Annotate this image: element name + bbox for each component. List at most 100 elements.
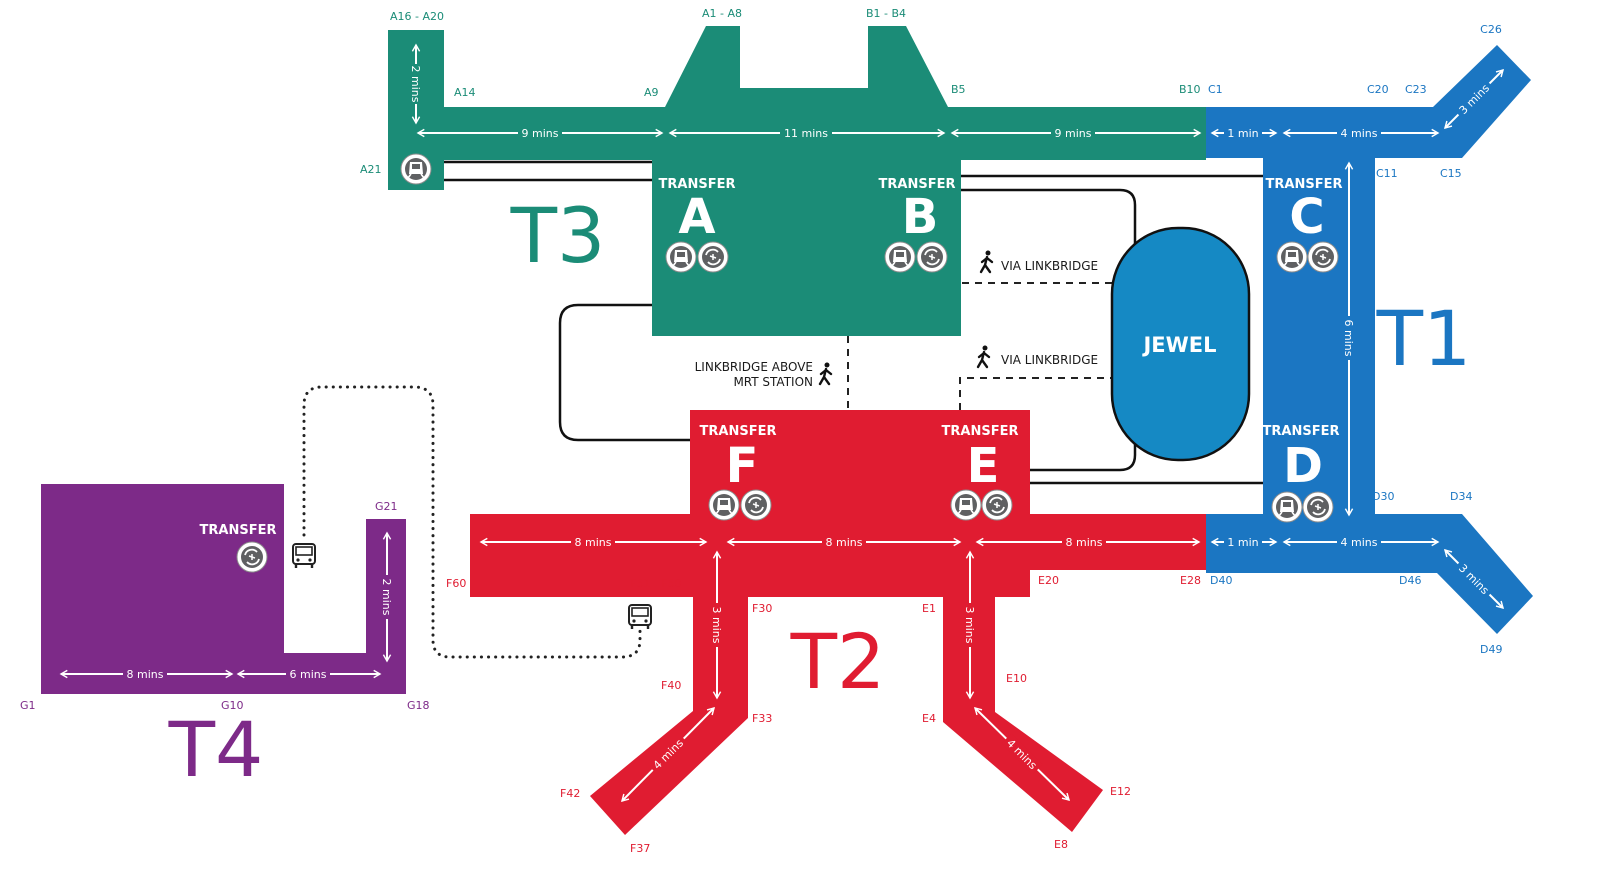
transfer-letter-f: F [726, 438, 759, 494]
transfer-area-t4[interactable]: TRANSFER [200, 523, 277, 573]
gate-label: D40 [1210, 574, 1232, 587]
transfer-label: TRANSFER [700, 424, 777, 439]
transfer-letter-c: C [1289, 189, 1324, 245]
terminal-label-t1: T1 [1376, 294, 1472, 383]
linkbridge-paths [847, 282, 1112, 410]
linkbridge-note-lower: VIA LINKBRIDGE [976, 344, 1098, 369]
skytrain-icon [400, 153, 432, 185]
walking-person-icon [818, 361, 833, 386]
transfer-area-d[interactable]: TRANSFER D [1263, 424, 1340, 523]
transfer-area-a[interactable]: TRANSFER A [659, 177, 736, 273]
gate-label: E28 [1180, 574, 1201, 587]
gate-label: F37 [630, 842, 650, 855]
skytrain-icon [950, 489, 982, 521]
walk-time-b5-b10: 9 mins [1055, 127, 1092, 140]
gate-label: F51 [630, 577, 650, 590]
transfer-area-c[interactable]: TRANSFER C [1266, 177, 1343, 273]
walk-time-d1: 1 min [1227, 536, 1258, 549]
transfer-label: TRANSFER [942, 424, 1019, 439]
terminal-3-shape [388, 26, 1206, 336]
terminal-label-t4: T4 [168, 705, 264, 794]
transfer-icon [1307, 241, 1339, 273]
gate-label: A21 [360, 163, 382, 176]
gate-label: G10 [221, 699, 244, 712]
walk-time-c-four: 4 mins [1341, 127, 1378, 140]
walk-time-t4-right: 6 mins [290, 668, 327, 681]
walk-time-labels: 2 mins 9 mins 11 mins 9 mins 1 min 4 min… [123, 64, 1495, 775]
gate-label: A14 [454, 86, 476, 99]
jewel-label: JEWEL [1141, 333, 1216, 357]
transfer-label: TRANSFER [1266, 177, 1343, 192]
gate-label: B1 - B4 [866, 7, 906, 20]
transfer-icon [981, 489, 1013, 521]
gate-label: G18 [407, 699, 430, 712]
gate-label: E4 [922, 712, 936, 725]
gate-label: D49 [1480, 643, 1502, 656]
gate-label: F40 [661, 679, 681, 692]
gate-label: C23 [1405, 83, 1427, 96]
walk-time-d-four: 4 mins [1341, 536, 1378, 549]
transfer-area-f[interactable]: TRANSFER F [700, 424, 777, 521]
gate-label: A16 - A20 [390, 10, 444, 23]
gate-label: G21 [375, 500, 398, 513]
linkbridge-note-text: VIA LINKBRIDGE [1001, 259, 1098, 273]
gate-label: B5 [951, 83, 966, 96]
walk-time-a-vertical: 2 mins [409, 66, 422, 103]
transfer-letter-b: B [902, 189, 939, 245]
mrt-linkbridge-note: LINKBRIDGE ABOVE MRT STATION [695, 360, 833, 389]
skytrain-icon [665, 241, 697, 273]
transfer-icon [740, 489, 772, 521]
gate-label: E20 [1038, 574, 1059, 587]
gate-label: E12 [1110, 785, 1131, 798]
gate-label: C1 [1208, 83, 1223, 96]
transfer-icon [236, 541, 268, 573]
transfer-label: TRANSFER [1263, 424, 1340, 439]
gate-label: F42 [560, 787, 580, 800]
terminal-label-t3: T3 [510, 191, 606, 280]
skytrain-icon [1271, 491, 1303, 523]
gate-label: A1 - A8 [702, 7, 742, 20]
gate-label: C11 [1376, 167, 1398, 180]
bus-route [302, 385, 642, 659]
transfer-icon [916, 241, 948, 273]
walk-time-a14-a9: 9 mins [522, 127, 559, 140]
gate-label: A9 [644, 86, 659, 99]
bus-icon [627, 603, 653, 631]
gate-label: C20 [1367, 83, 1389, 96]
gate-label: D34 [1450, 490, 1472, 503]
walking-person-icon [979, 249, 994, 274]
gate-label: F30 [752, 602, 772, 615]
transfer-area-b[interactable]: TRANSFER B [879, 177, 956, 273]
transfer-label: TRANSFER [659, 177, 736, 192]
gate-label: F50 [661, 577, 681, 590]
transfer-letter-a: A [678, 189, 715, 245]
mrt-note-line1: LINKBRIDGE ABOVE [695, 360, 813, 374]
skytrain-icon [884, 241, 916, 273]
walk-time-t4-left: 8 mins [127, 668, 164, 681]
gate-label: E8 [1054, 838, 1068, 851]
walking-person-icon [976, 344, 991, 369]
skytrain-icon [1276, 241, 1308, 273]
terminal-label-t2: T2 [790, 617, 886, 706]
walk-time-e-right: 8 mins [1066, 536, 1103, 549]
terminal-4-shape [41, 484, 406, 694]
linkbridge-note-text: VIA LINKBRIDGE [1001, 353, 1098, 367]
gate-labels: A16 - A20 A1 - A8 B1 - B4 C26 A14 A9 B5 … [20, 7, 1502, 855]
transfer-icon [1302, 491, 1334, 523]
gate-label: C26 [1480, 23, 1502, 36]
transfer-area-e[interactable]: TRANSFER E [942, 424, 1019, 521]
walk-time-e-down: 3 mins [963, 607, 976, 644]
gate-label: F33 [752, 712, 772, 725]
gate-label: B10 [1179, 83, 1201, 96]
terminal-1-shape [1206, 45, 1533, 634]
walk-time-g-vertical: 2 mins [380, 579, 393, 616]
terminal-2-shape [470, 410, 1206, 835]
walk-time-t1-vertical: 6 mins [1342, 320, 1355, 357]
gate-label: G1 [20, 699, 36, 712]
gate-label: E1 [922, 602, 936, 615]
walk-time-c1: 1 min [1227, 127, 1258, 140]
jewel-building: JEWEL [1110, 226, 1251, 462]
walk-time-f-down: 3 mins [710, 607, 723, 644]
walk-time-f-e-center: 8 mins [826, 536, 863, 549]
transfer-label: TRANSFER [879, 177, 956, 192]
